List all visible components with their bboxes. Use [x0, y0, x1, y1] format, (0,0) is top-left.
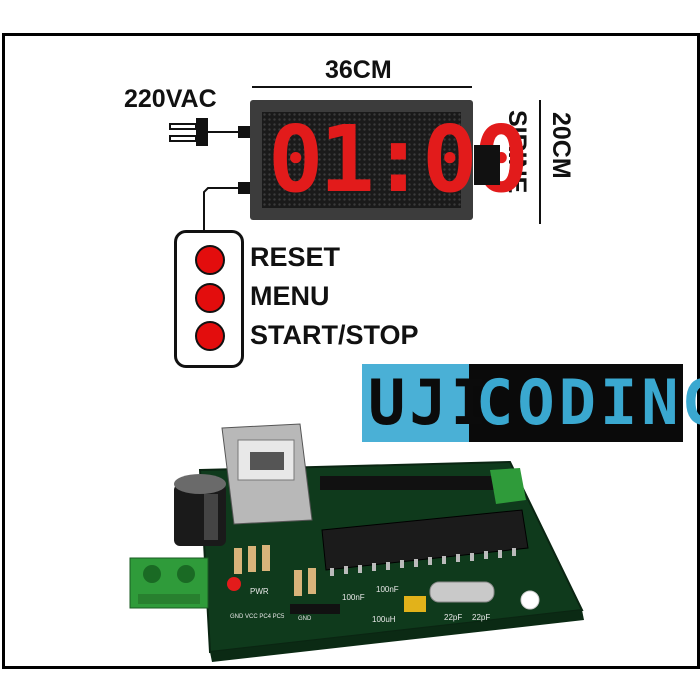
silk-pwr: PWR [250, 587, 269, 596]
brand-logo: UJI CODING [362, 364, 700, 442]
silk-22pf-a: 22pF [444, 613, 462, 622]
height-label: 20CM [547, 112, 575, 179]
brand-left-text: UJI [368, 366, 492, 439]
resistor-row-icon [234, 545, 316, 596]
electrolytic-capacitor-icon [174, 474, 226, 546]
microcontroller-chip-icon [321, 509, 529, 576]
silk-100nf-a: 100nF [342, 593, 365, 602]
width-label: 36CM [325, 56, 392, 84]
siren-label: SIRINE [503, 110, 531, 194]
mounting-hole [520, 590, 540, 610]
brand-right-text: CODING [476, 366, 700, 439]
siren-block-icon [474, 145, 500, 185]
power-led-icon [227, 577, 241, 591]
silk-100nf-b: 100nF [376, 585, 399, 594]
terminal-block-icon [129, 557, 209, 609]
right-connector-icon [490, 468, 526, 504]
brand-right-block [469, 364, 683, 442]
power-label: 220VAC [124, 85, 217, 113]
top-pin-header [320, 476, 520, 490]
smd-inductor-icon [404, 596, 426, 612]
silk-gnd-vcc: GND VCC PC4 PC5 [230, 614, 285, 620]
crystal-oscillator-icon [429, 581, 495, 603]
button-box [174, 230, 244, 368]
power-plug-icon [169, 118, 250, 146]
pcb-edge [210, 610, 584, 662]
brand-left-block [362, 364, 469, 442]
silk-100uh: 100uH [372, 615, 396, 624]
button-cable [203, 182, 250, 232]
silk-22pf-b: 22pF [472, 613, 490, 622]
reset-label: RESET [250, 242, 341, 272]
menu-button-led[interactable] [195, 283, 225, 313]
silk-gnd: GND [298, 616, 312, 622]
reset-button-led[interactable] [195, 245, 225, 275]
rj45-jack-icon [221, 423, 313, 525]
start-stop-label: START/STOP [250, 320, 419, 350]
bottom-pin-header [290, 604, 340, 614]
start-stop-button-led[interactable] [195, 321, 225, 351]
menu-label: MENU [250, 281, 330, 311]
